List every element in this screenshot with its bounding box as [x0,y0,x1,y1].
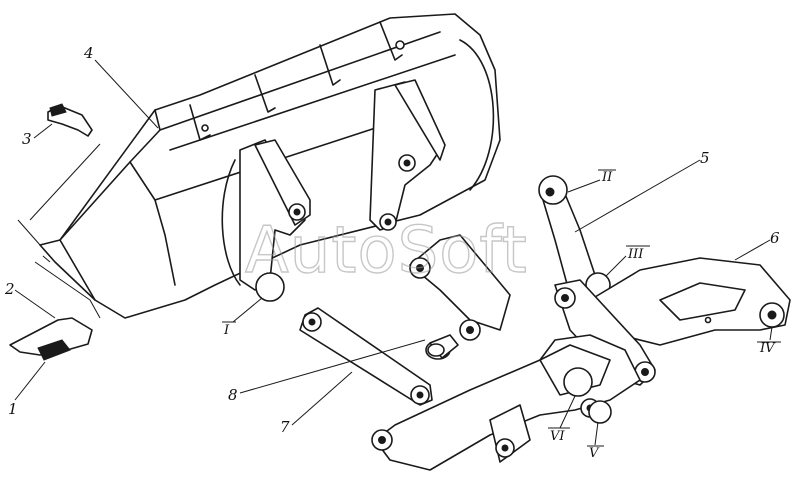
tooth-part-2 [9,317,93,361]
label-part-4: 4 [83,44,94,62]
assembly-guides [17,143,101,319]
watermark: AutoSoft [245,214,528,288]
tooth-part-3 [47,103,93,137]
pin-part-8 [425,334,459,360]
label-joint-I: I [223,323,230,338]
label-part-1: 1 [8,400,18,418]
lift-frame [371,334,641,471]
label-joint-II: II [601,170,613,185]
label-joint-V: V [589,446,600,461]
joint-labels: I II III IV V VI [222,169,781,461]
label-part-6: 6 [770,229,780,247]
label-part-5: 5 [700,149,710,167]
label-joint-IV: IV [759,341,776,356]
bucket [39,13,501,319]
boom-arm-part-6 [589,257,791,346]
part-labels: 1 2 3 4 5 6 7 8 [4,44,780,436]
label-part-7: 7 [280,418,290,436]
label-joint-III: III [627,247,644,262]
label-joint-VI: VI [550,429,565,444]
label-part-3: 3 [22,130,32,148]
rod-part-5 [538,175,611,301]
label-part-8: 8 [228,386,238,404]
label-part-2: 2 [4,280,15,298]
